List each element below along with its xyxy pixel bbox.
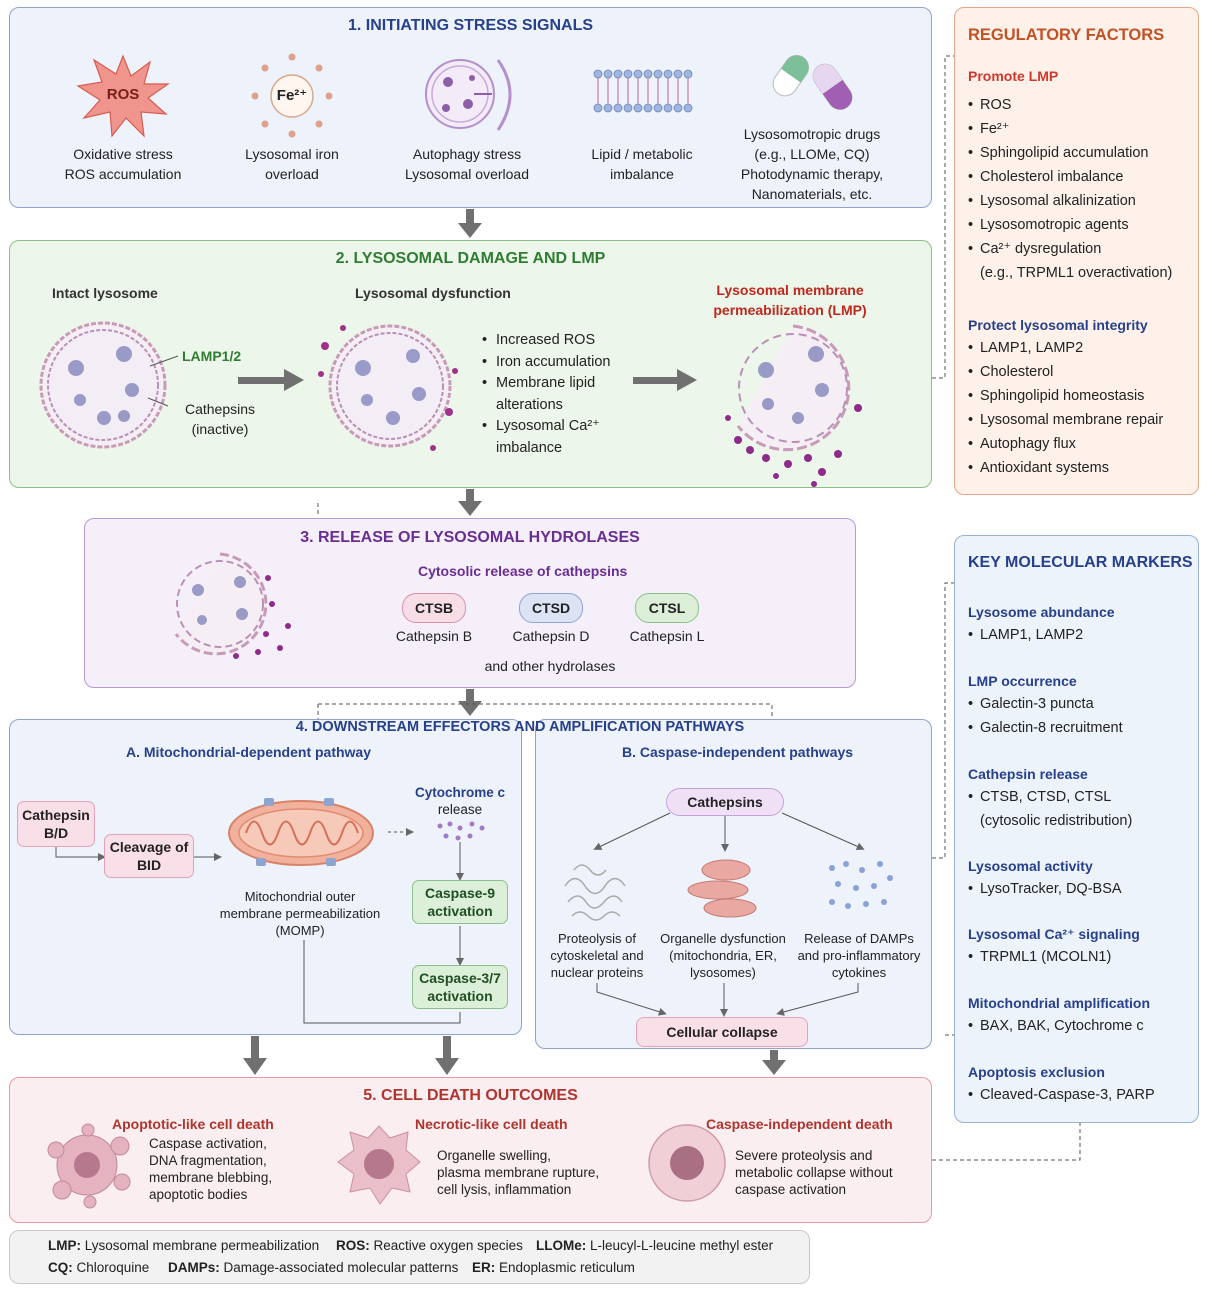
lipid-membrane-icon [593,69,693,113]
cathepsins-inactive-label: Cathepsins(inactive) [184,401,256,437]
lamp-label: LAMP1/2 [182,348,242,364]
ros-starburst-icon [76,54,170,138]
mitochondrion-icon [228,798,374,866]
ruptured-lysosome-icon [174,552,291,659]
lamp-pointer [147,355,179,407]
dysfunctional-lysosome-icon [318,324,458,451]
organelle-dysfunction-icon [687,859,757,918]
protect-integrity-list: LAMP1, LAMP2 Cholesterol Sphingolipid ho… [968,336,1196,480]
caspase-independent-outcome-title: Caspase-independent death [706,1116,893,1132]
iron-ion-icon [251,53,333,138]
apoptotic-cell-icon [47,1123,131,1209]
marker-group-abundance-list: LAMP1, LAMP2 [968,623,1196,647]
marker-group-lmp-list: Galectin-3 punctaGalectin-8 recruitment [968,692,1196,740]
section1-title: 1. INITIATING STRESS SIGNALS [347,17,594,34]
drug-capsules-icon [772,54,853,110]
cathepsin-b-label: Cathepsin B [395,628,473,644]
ros-badge-label: ROS [106,86,140,103]
legend-ros: ROS: Reactive oxygen species [336,1238,523,1253]
marker-group-apoptosis-title: Apoptosis exclusion [968,1064,1105,1080]
other-hydrolases-label: and other hydrolases [484,658,616,674]
section5-title: 5. CELL DEATH OUTCOMES [363,1087,578,1104]
stress-item-drugs: Lysosomotropic drugs(e.g., LLOMe, CQ)Pho… [740,126,884,202]
marker-group-cathepsin-list: CTSB, CTSD, CTSL(cytosolic redistributio… [968,785,1196,833]
section4-title: 4. DOWNSTREAM EFFECTORS AND AMPLIFICATIO… [295,719,745,735]
cytochrome-dots-icon [437,821,485,841]
marker-group-calcium-title: Lysosomal Ca²⁺ signaling [968,926,1140,942]
necrotic-cell-icon [337,1125,421,1205]
ctsb-pill: CTSB [402,593,466,623]
apoptotic-outcome-desc: Caspase activation,DNA fragmentation,mem… [149,1136,273,1202]
caspase-independent-title: B. Caspase-independent pathways [622,744,854,760]
legend-cq: CQ: Chloroquine [48,1260,150,1275]
markers-title: KEY MOLECULAR MARKERS [968,554,1193,571]
fe-badge-label: Fe²⁺ [276,87,308,104]
cytosolic-release-label: Cytosolic release of cathepsins [418,563,628,579]
dysfunction-bullets: Increased ROS Iron accumulation Membrane… [482,330,632,459]
legend-llome: LLOMe: L-leucyl-L-leucine methyl ester [536,1238,774,1253]
apoptotic-outcome-title: Apoptotic-like cell death [112,1116,274,1132]
mitochondrial-pathway-title: A. Mitochondrial-dependent pathway [126,744,372,760]
ctsd-pill: CTSD [519,593,583,623]
necrotic-outcome-desc: Organelle swelling,plasma membrane ruptu… [437,1148,600,1197]
damps-release-icon [829,861,893,909]
section2-title: 2. LYSOSOMAL DAMAGE AND LMP [335,250,606,267]
panel-cell-death-outcomes [9,1077,932,1223]
marker-group-calcium-list: TRPML1 (MCOLN1) [968,945,1196,969]
panel-abbreviation-legend [9,1230,810,1284]
marker-group-lmp-title: LMP occurrence [968,673,1077,689]
lysosomal-dysfunction-label: Lysosomal dysfunction [355,285,511,301]
marker-group-apoptosis-list: Cleaved-Caspase-3, PARP [968,1083,1196,1107]
organelle-dysfunction-label: Organelle dysfunction(mitochondria, ER,l… [660,931,786,980]
marker-group-cathepsin-title: Cathepsin release [968,766,1088,782]
legend-lmp: LMP: Lysosomal membrane permeabilization [48,1238,320,1253]
cathepsins-pill: Cathepsins [666,788,784,816]
proteolysis-icon [564,864,626,921]
ctsl-pill: CTSL [635,593,699,623]
marker-group-mitochondrial-title: Mitochondrial amplification [968,995,1151,1011]
marker-group-mitochondrial-list: BAX, BAK, Cytochrome c [968,1014,1196,1038]
autophagy-icon [425,59,512,131]
marker-group-abundance-title: Lysosome abundance [968,604,1115,620]
legend-damps: DAMPs: Damage-associated molecular patte… [168,1260,459,1275]
regulatory-title: REGULATORY FACTORS [968,26,1165,44]
caspase-independent-cell-icon [648,1124,726,1202]
cellular-collapse-box: Cellular collapse [636,1017,808,1047]
cathepsin-d-label: Cathepsin D [512,628,590,644]
permeabilized-lysosome-icon [725,324,862,487]
intact-lysosome-label: Intact lysosome [52,285,158,301]
intact-lysosome-icon [39,321,167,449]
section3-title: 3. RELEASE OF LYSOSOMAL HYDROLASES [300,529,640,546]
promote-lmp-title: Promote LMP [968,68,1059,84]
necrotic-outcome-title: Necrotic-like cell death [415,1116,568,1132]
promote-lmp-list: ROS Fe²⁺ Sphingolipid accumulation Chole… [968,93,1196,285]
legend-er: ER: Endoplasmic reticulum [472,1260,635,1275]
cathepsin-l-label: Cathepsin L [629,628,705,644]
protect-integrity-title: Protect lysosomal integrity [968,317,1148,333]
marker-group-activity-list: LysoTracker, DQ-BSA [968,877,1196,901]
marker-group-activity-title: Lysosomal activity [968,858,1093,874]
